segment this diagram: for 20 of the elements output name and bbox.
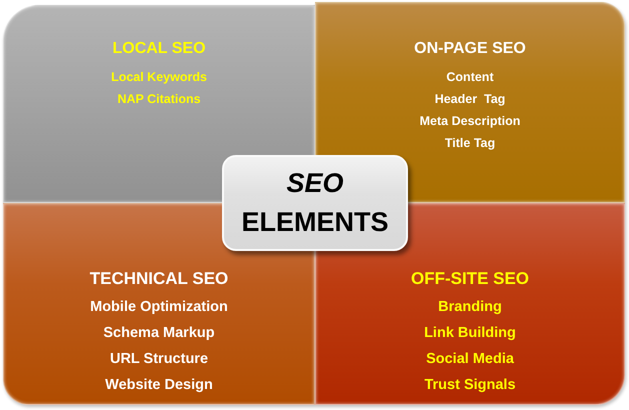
- panel-heading: OFF-SITE SEO: [410, 270, 530, 287]
- list-item: Schema Markup: [103, 326, 215, 340]
- center-title: SEO ELEMENTS: [242, 166, 388, 239]
- panel-heading: TECHNICAL SEO: [90, 270, 228, 287]
- list-item: Content: [446, 71, 494, 84]
- list-item: URL Structure: [110, 352, 208, 366]
- list-item: Trust Signals: [424, 378, 516, 392]
- panel-heading: LOCAL SEO: [112, 41, 206, 57]
- list-item: Local Keywords: [111, 71, 207, 84]
- list-item: Title Tag: [444, 137, 496, 150]
- panel-heading: ON-PAGE SEO: [414, 41, 526, 57]
- list-item: NAP Citations: [117, 93, 201, 106]
- list-item: Social Media: [426, 352, 514, 366]
- list-item: Mobile Optimization: [90, 300, 228, 314]
- list-item: Branding: [438, 300, 502, 314]
- center-label-box: [222, 155, 408, 251]
- list-item: Website Design: [105, 378, 213, 392]
- list-item: Header Tag: [434, 93, 506, 106]
- list-item: Link Building: [424, 326, 516, 340]
- list-item: Meta Description: [420, 115, 520, 128]
